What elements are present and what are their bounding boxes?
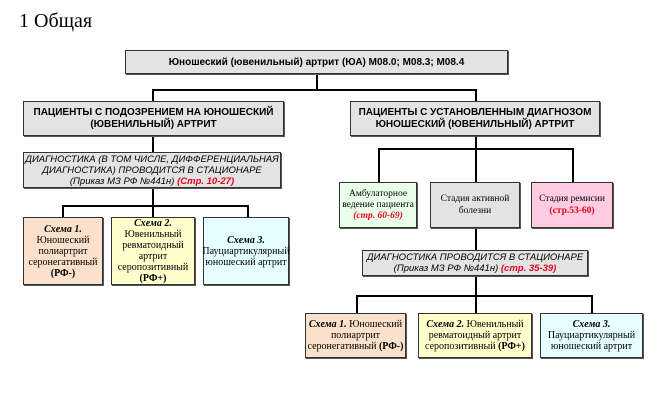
connector <box>475 276 477 296</box>
connector <box>591 295 593 313</box>
right-diagnostics-box: ДИАГНОСТИКА ПРОВОДИТСЯ В СТАЦИОНАРЕ (При… <box>362 250 588 276</box>
connector <box>152 89 154 101</box>
page-reference-link[interactable]: (Стр. 10-27) <box>177 175 235 187</box>
page-reference-link[interactable]: (стр. 35-39) <box>500 263 557 274</box>
connector <box>572 148 574 182</box>
connector <box>475 295 477 313</box>
connector <box>475 148 477 182</box>
connector <box>152 89 476 91</box>
page-reference-link[interactable]: (стр.53-60) <box>549 206 595 216</box>
connector <box>152 136 154 152</box>
section-heading: 1 Общая <box>19 10 93 32</box>
connector <box>475 136 477 150</box>
connector <box>475 89 477 101</box>
root-diagnosis-box: Юношеский (ювенильный) артрит (ЮА) М08.0… <box>125 50 508 74</box>
connector <box>62 205 64 217</box>
connector <box>356 295 593 297</box>
right-scheme-2-box[interactable]: Схема 2. Ювенильный ревматоидный артрит … <box>418 313 532 358</box>
suspected-patients-box: ПАЦИЕНТЫ С ПОДОЗРЕНИЕМ НА ЮНОШЕСКИЙ (ЮВЕ… <box>23 101 284 136</box>
right-scheme-3-box[interactable]: Схема 3. Пауциартикулярный юношеский арт… <box>540 313 643 358</box>
connector <box>62 205 249 207</box>
left-scheme-3-box[interactable]: Схема 3. Пауциартикулярный юношеский арт… <box>202 217 290 285</box>
left-scheme-1-box[interactable]: Схема 1. Юношеский полиартрит серонегати… <box>23 217 103 285</box>
active-stage-box[interactable]: Стадия активной болезни <box>430 182 520 228</box>
connector <box>475 228 477 250</box>
connector <box>152 205 154 217</box>
page-reference-link[interactable]: (стр. 60-69) <box>353 210 403 221</box>
connector <box>152 188 154 206</box>
connector <box>356 295 358 313</box>
remission-stage-box[interactable]: Стадия ремисии (стр.53-60) <box>531 182 613 228</box>
connector <box>316 73 318 91</box>
left-diagnostics-box: ДИАГНОСТИКА (В ТОМ ЧИСЛЕ, ДИФФЕРЕНЦИАЛЬН… <box>23 152 281 188</box>
connector <box>247 205 249 217</box>
confirmed-patients-box: ПАЦИЕНТЫ С УСТАНОВЛЕННЫМ ДИАГНОЗОМ ЮНОШЕ… <box>350 101 600 136</box>
connector <box>378 148 380 182</box>
right-scheme-1-box[interactable]: Схема 1. Юношеский полиартрит серонегати… <box>305 313 406 358</box>
outpatient-box[interactable]: Амбулаторное ведение пациента (стр. 60-6… <box>339 182 417 228</box>
left-scheme-2-box[interactable]: Схема 2. Ювенильный ревматоидный артрит … <box>111 217 195 285</box>
root-diagnosis-text: Юношеский (ювенильный) артрит (ЮА) М08.0… <box>168 56 465 68</box>
